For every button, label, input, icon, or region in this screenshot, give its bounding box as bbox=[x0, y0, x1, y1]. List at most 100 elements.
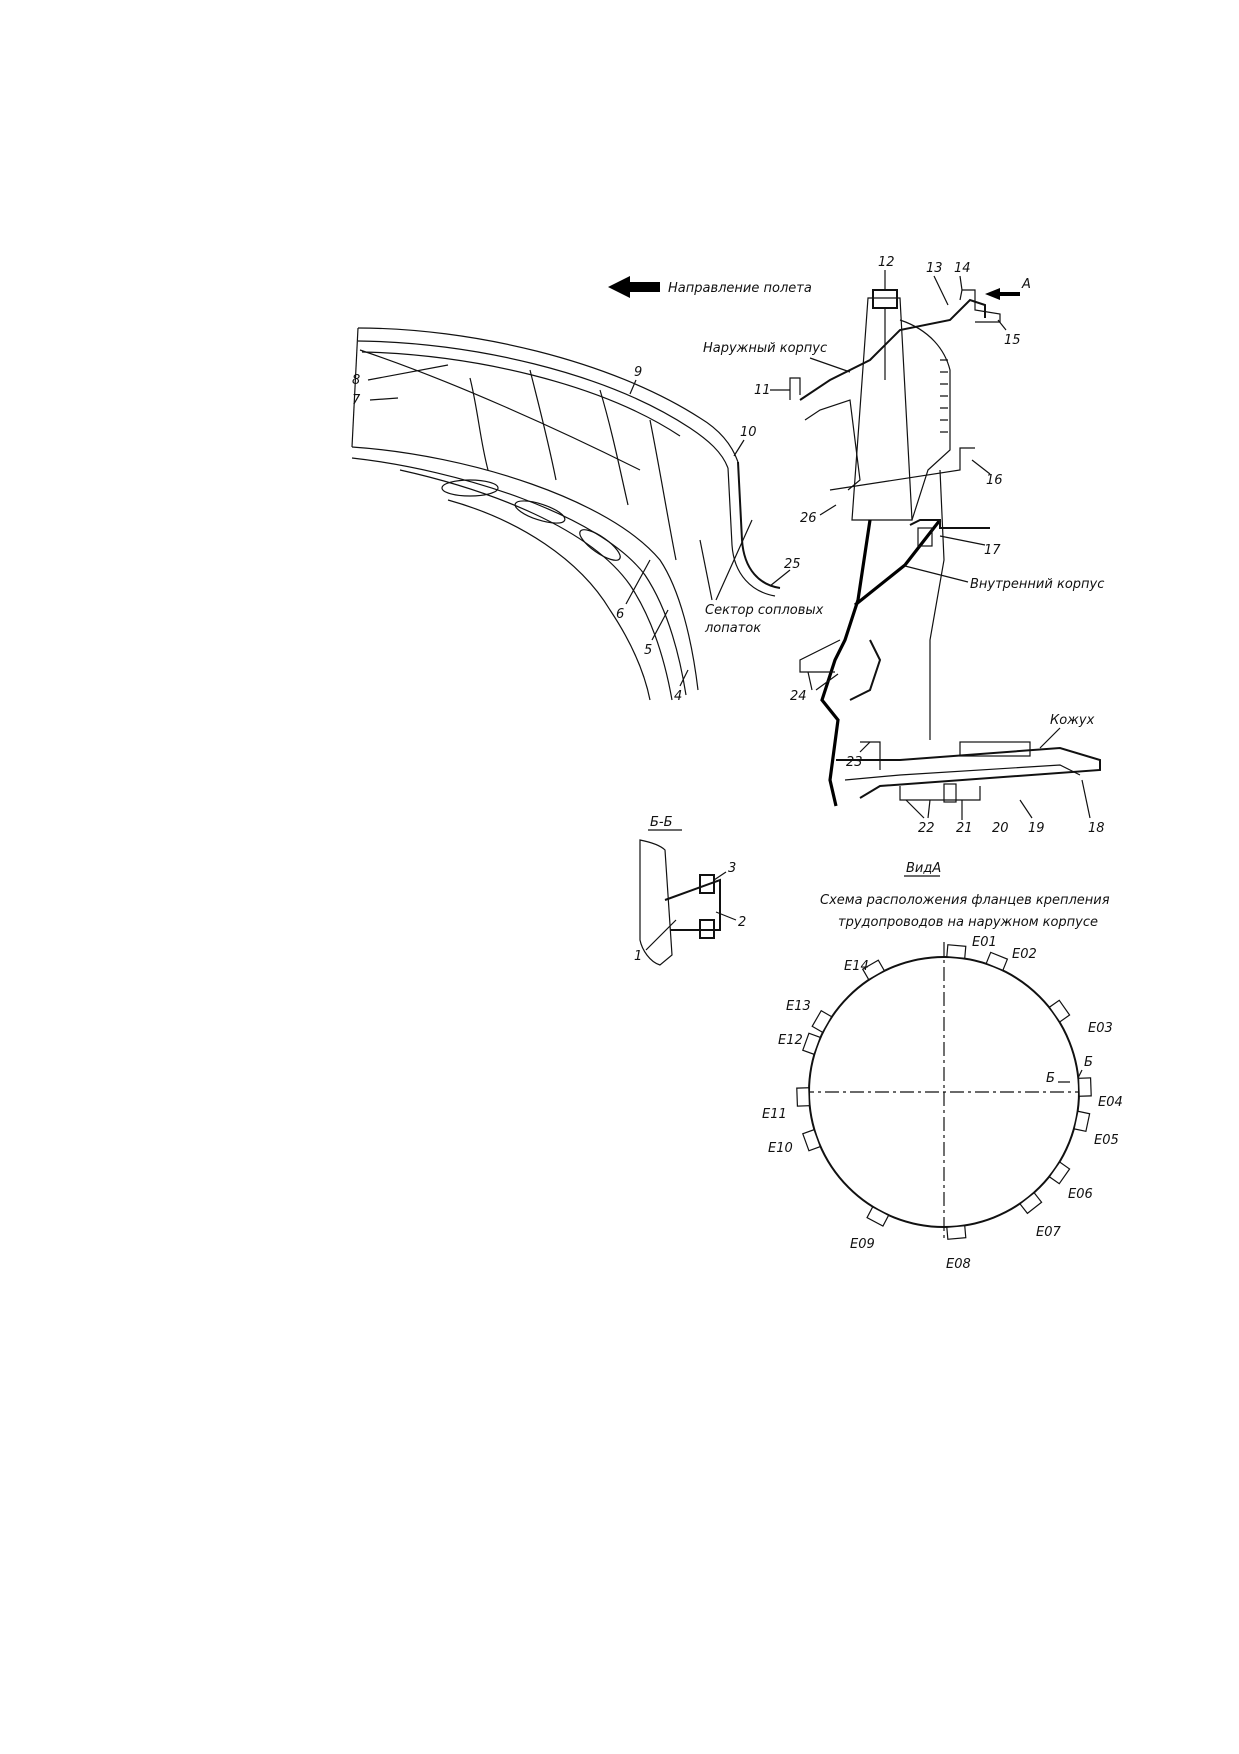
flange-label-e13: E13 bbox=[786, 999, 811, 1014]
section-mark-left: Б bbox=[1046, 1071, 1055, 1086]
callout-19: 19 bbox=[1028, 821, 1045, 836]
sector-label-line1: Сектор сопловых bbox=[705, 603, 824, 618]
callout-21: 21 bbox=[956, 821, 973, 836]
flange-tab-e03 bbox=[1048, 999, 1071, 1023]
outer-casing-lower bbox=[804, 399, 861, 491]
sector-trailing-flange-inner bbox=[727, 467, 776, 597]
vane-3 bbox=[599, 389, 629, 506]
section-mark-right: Б bbox=[1084, 1055, 1093, 1070]
outer-shroud-inner-edge bbox=[357, 340, 729, 469]
flange-label-e05: E05 bbox=[1094, 1133, 1119, 1148]
view-a-arrow-label: A bbox=[1021, 277, 1031, 292]
scheme-caption-line2: трудопроводов на наружном корпусе bbox=[838, 915, 1098, 930]
inner-case-line bbox=[820, 519, 872, 807]
inner-shroud-outer-edge bbox=[351, 446, 699, 691]
flange-tab-e01 bbox=[946, 944, 967, 959]
lower-support-inner bbox=[844, 764, 1081, 781]
flange-17-bolt bbox=[917, 527, 933, 547]
view-a-scheme: ВидА Схема расположения фланцев креплени… bbox=[762, 861, 1123, 1272]
callout-16: 16 bbox=[986, 473, 1003, 488]
callout-15: 15 bbox=[1004, 333, 1021, 348]
vane-strut bbox=[851, 297, 913, 521]
sector-trailing-flange bbox=[737, 461, 781, 589]
flange-tab-e06 bbox=[1048, 1161, 1071, 1185]
section-mark-arrows bbox=[1058, 1069, 1083, 1083]
flight-direction-arrow bbox=[608, 276, 660, 298]
leader-4 bbox=[679, 669, 689, 687]
section-b-b-bolt-3 bbox=[699, 874, 715, 894]
callout-6: 6 bbox=[616, 607, 624, 622]
callout-2: 2 bbox=[738, 915, 746, 930]
flange-label-e09: E09 bbox=[850, 1237, 875, 1252]
view-a-arrow bbox=[985, 288, 1020, 300]
leader-23 bbox=[859, 741, 871, 753]
leader-10 bbox=[733, 439, 745, 457]
callout-23: 23 bbox=[846, 755, 863, 770]
vane-bolt-head bbox=[872, 289, 898, 309]
flange-label-e07: E07 bbox=[1036, 1225, 1061, 1240]
leader-6 bbox=[625, 559, 651, 605]
outer-casing-flange-11 bbox=[789, 377, 801, 400]
callout-8: 8 bbox=[352, 373, 360, 388]
leader-3 bbox=[713, 871, 727, 881]
leader-18 bbox=[1081, 779, 1091, 819]
callout-3: 3 bbox=[728, 861, 736, 876]
flange-label-e04: E04 bbox=[1098, 1095, 1123, 1110]
leader-8 bbox=[367, 364, 449, 381]
outer-shroud-band bbox=[361, 351, 681, 437]
flange-tab-e04 bbox=[1077, 1077, 1092, 1097]
callout-14: 14 bbox=[954, 261, 971, 276]
leader-16 bbox=[971, 459, 991, 475]
flange-label-e14: E14 bbox=[844, 959, 869, 974]
flange-tab-e09 bbox=[866, 1206, 890, 1227]
section-b-b-flange bbox=[664, 878, 721, 931]
flange-23 bbox=[860, 741, 881, 770]
inner-case-secondary bbox=[849, 639, 882, 701]
leader-7 bbox=[369, 397, 399, 401]
flange-label-e10: E10 bbox=[768, 1141, 793, 1156]
leader-24b bbox=[815, 673, 839, 691]
flight-direction: Направление полета bbox=[608, 276, 812, 298]
flight-direction-label: Направление полета bbox=[668, 281, 812, 296]
callout-1: 1 bbox=[634, 949, 642, 964]
callout-18: 18 bbox=[1088, 821, 1105, 836]
flange-tab-e07 bbox=[1019, 1191, 1043, 1215]
outer-ring bbox=[829, 447, 975, 491]
inner-shroud-flange bbox=[399, 469, 673, 701]
inner-shroud-lower bbox=[447, 499, 651, 701]
flange-17 bbox=[909, 519, 990, 529]
leader-17 bbox=[939, 535, 986, 546]
shroud-cutout-3 bbox=[579, 529, 621, 561]
callout-4: 4 bbox=[674, 689, 682, 704]
section-b-b-wall bbox=[639, 839, 673, 966]
leader-5 bbox=[651, 609, 669, 641]
leader-2 bbox=[715, 911, 737, 921]
flange-tab-e02 bbox=[985, 951, 1009, 972]
callout-5: 5 bbox=[644, 643, 652, 658]
sector-label-line2: лопаток bbox=[704, 621, 761, 636]
turbine-cross-section: A 12 13 14 15 11 16 26 17 24 23 22 21 20… bbox=[703, 255, 1105, 836]
leader-15 bbox=[997, 319, 1007, 331]
outer-shroud-outer-edge bbox=[357, 327, 739, 463]
flange-label-e11: E11 bbox=[762, 1107, 787, 1122]
view-a-title: ВидА bbox=[906, 861, 941, 876]
flange-label-e02: E02 bbox=[1012, 947, 1037, 962]
vane-4 bbox=[649, 419, 677, 561]
flange-tab-e10 bbox=[802, 1128, 821, 1152]
inner-case-right-wall bbox=[929, 469, 945, 740]
flange-tab-e08 bbox=[946, 1225, 967, 1240]
flange-tab-e13 bbox=[811, 1009, 833, 1034]
leader-13 bbox=[933, 275, 949, 306]
callout-7: 7 bbox=[352, 393, 361, 408]
flange-label-e08: E08 bbox=[946, 1257, 971, 1272]
callout-26: 26 bbox=[800, 511, 817, 526]
leader-26 bbox=[819, 504, 837, 516]
leader-outer-case bbox=[809, 357, 851, 373]
leader-19 bbox=[1019, 799, 1033, 819]
leader-25 bbox=[769, 569, 791, 587]
scheme-caption-line1: Схема расположения фланцев крепления bbox=[820, 893, 1110, 908]
section-b-b-bolt-2 bbox=[699, 919, 715, 939]
vane-profile bbox=[899, 319, 951, 521]
leader-sector-b bbox=[715, 519, 753, 601]
flange-label-e06: E06 bbox=[1068, 1187, 1093, 1202]
